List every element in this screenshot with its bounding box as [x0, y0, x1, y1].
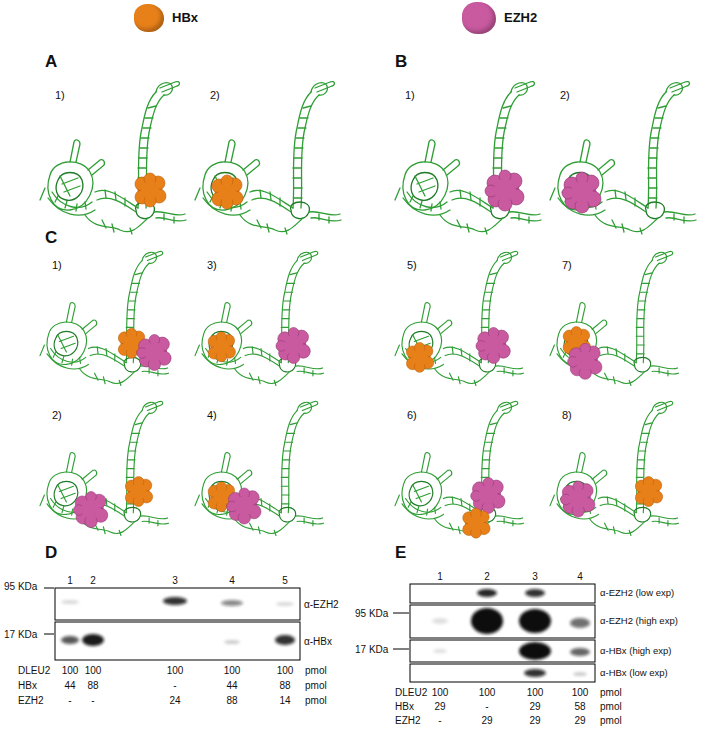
figure-label: - [91, 695, 94, 706]
figure-label: 44 [226, 680, 237, 691]
figure-label: 1) [52, 259, 62, 271]
figure-label: EZH2 [18, 695, 44, 706]
figure-label: 29 [434, 701, 445, 712]
figure-label: 1) [55, 89, 65, 101]
figure-label: 100 [432, 687, 449, 698]
figure-label: 4 [229, 575, 235, 586]
figure-label: 29 [481, 715, 492, 726]
panel-letter: E [395, 544, 406, 563]
figure-label: α-HBx (low exp) [600, 668, 668, 678]
figure-label: 7) [562, 259, 572, 271]
figure-label: 2) [560, 89, 570, 101]
panel-letter: D [45, 544, 57, 563]
legend-swatch [462, 2, 496, 34]
figure-label: 8) [562, 409, 572, 421]
rna-model [550, 401, 678, 535]
figure-label: 95 KDa [355, 608, 388, 619]
figure-label: 100 [527, 687, 544, 698]
legend-text: HBx [172, 11, 198, 25]
figure-label: α-EZH2 (low exp) [600, 588, 674, 598]
figure-label: 88 [226, 695, 237, 706]
rna-model [550, 82, 696, 234]
legend-swatch [134, 4, 164, 32]
figure-label: DLEU2 [395, 687, 427, 698]
rna-model [195, 401, 323, 535]
figure-label: DLEU2 [18, 665, 50, 676]
figure-label: pmol [305, 695, 327, 706]
figure-label: EZH2 [395, 715, 421, 726]
figure-label: 44 [64, 680, 75, 691]
figure-label: 88 [87, 680, 98, 691]
rna-model [550, 251, 678, 385]
western-blot [44, 588, 300, 660]
figure-label: 95 KDa [4, 581, 37, 592]
figure-label: pmol [600, 687, 622, 698]
figure-label: 100 [277, 665, 294, 676]
figure-label: 2) [210, 89, 220, 101]
rna-model [395, 82, 541, 234]
figure-label: 14 [279, 695, 290, 706]
figure-label: 2 [484, 571, 490, 582]
figure-label: 17 KDa [4, 629, 37, 640]
figure-label: 29 [529, 715, 540, 726]
figure-label: pmol [600, 701, 622, 712]
figure-label: - [173, 680, 176, 691]
figure-label: 100 [224, 665, 241, 676]
rna-model [40, 82, 186, 234]
figure-label: 6) [407, 409, 417, 421]
figure-label: α-EZH2 [304, 599, 339, 610]
rna-model [195, 82, 341, 234]
figure-label: 29 [529, 701, 540, 712]
figure-label: 29 [574, 715, 585, 726]
figure-label: - [438, 715, 441, 726]
figure-label: 100 [167, 665, 184, 676]
figure-label: pmol [305, 665, 327, 676]
figure-label: 1) [405, 89, 415, 101]
figure-label: α-EZH2 (high exp) [600, 616, 678, 626]
figure-label: pmol [600, 715, 622, 726]
rna-model [195, 251, 323, 385]
figure-label: 3 [532, 571, 538, 582]
figure-label: 2 [90, 575, 96, 586]
panel-letter: C [45, 229, 57, 248]
figure-label: HBx [395, 701, 414, 712]
figure-label: 3 [172, 575, 178, 586]
figure-label: pmol [305, 680, 327, 691]
figure-label: 100 [62, 665, 79, 676]
figure-label: 58 [574, 701, 585, 712]
figure-label: 100 [572, 687, 589, 698]
rna-model [395, 251, 523, 385]
figure-label: HBx [18, 680, 37, 691]
figure-label: 5) [407, 259, 417, 271]
figure-label: 100 [479, 687, 496, 698]
figure-label: 3) [207, 259, 217, 271]
figure-label: 88 [279, 680, 290, 691]
legend-text: EZH2 [504, 11, 537, 25]
figure-label: 1 [67, 575, 73, 586]
figure-label: 2) [52, 409, 62, 421]
figure-label: 4 [577, 571, 583, 582]
panel-letter: B [395, 53, 407, 72]
figure-label: 5 [282, 575, 288, 586]
rna-model [395, 401, 523, 538]
figure-label: 24 [169, 695, 180, 706]
figure-label: 1 [437, 571, 443, 582]
western-blot [393, 584, 595, 682]
figure-label: - [485, 701, 488, 712]
figure-label: α-HBx [304, 636, 332, 647]
rna-model [40, 251, 171, 385]
panel-letter: A [45, 53, 57, 72]
figure-label: 100 [85, 665, 102, 676]
figure-label: α-HBx (high exp) [600, 646, 672, 656]
figure-label: 4) [207, 409, 217, 421]
figure-label: - [68, 695, 71, 706]
figure-label: 17 KDa [355, 644, 388, 655]
rna-model [40, 401, 168, 535]
